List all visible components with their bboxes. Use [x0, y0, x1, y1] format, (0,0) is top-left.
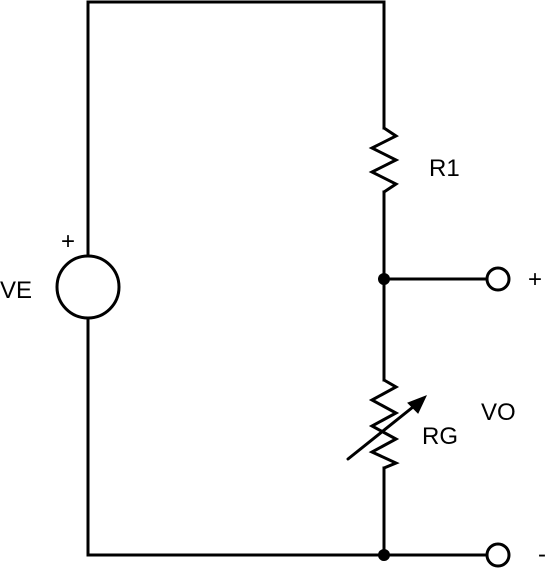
- output-voltage-label: VO: [481, 399, 516, 426]
- output-plus-label: +: [528, 266, 542, 293]
- output-terminal-plus: [485, 266, 511, 292]
- variable-resistor-rg: [346, 378, 427, 470]
- voltage-source-ve: [55, 254, 121, 320]
- resistor-rg-zigzag: [368, 378, 400, 470]
- rg-adjust-arrow-line: [346, 401, 420, 461]
- output-terminal-minus: [485, 542, 511, 568]
- resistor-r1: [368, 126, 400, 194]
- resistor-rg-label: RG: [422, 423, 458, 450]
- output-minus-label: -: [538, 541, 546, 568]
- source-polarity-label: +: [61, 228, 75, 255]
- junction-node-top: [378, 273, 390, 285]
- junction-node-bottom: [378, 549, 390, 561]
- rg-adjust-arrowhead-icon: [407, 395, 427, 414]
- resistor-r1-label: R1: [429, 155, 460, 182]
- wires: [86, 0, 489, 557]
- left-wire-bottom: [86, 316, 386, 557]
- source-label: VE: [0, 277, 32, 304]
- left-wire-top: [86, 0, 386, 257]
